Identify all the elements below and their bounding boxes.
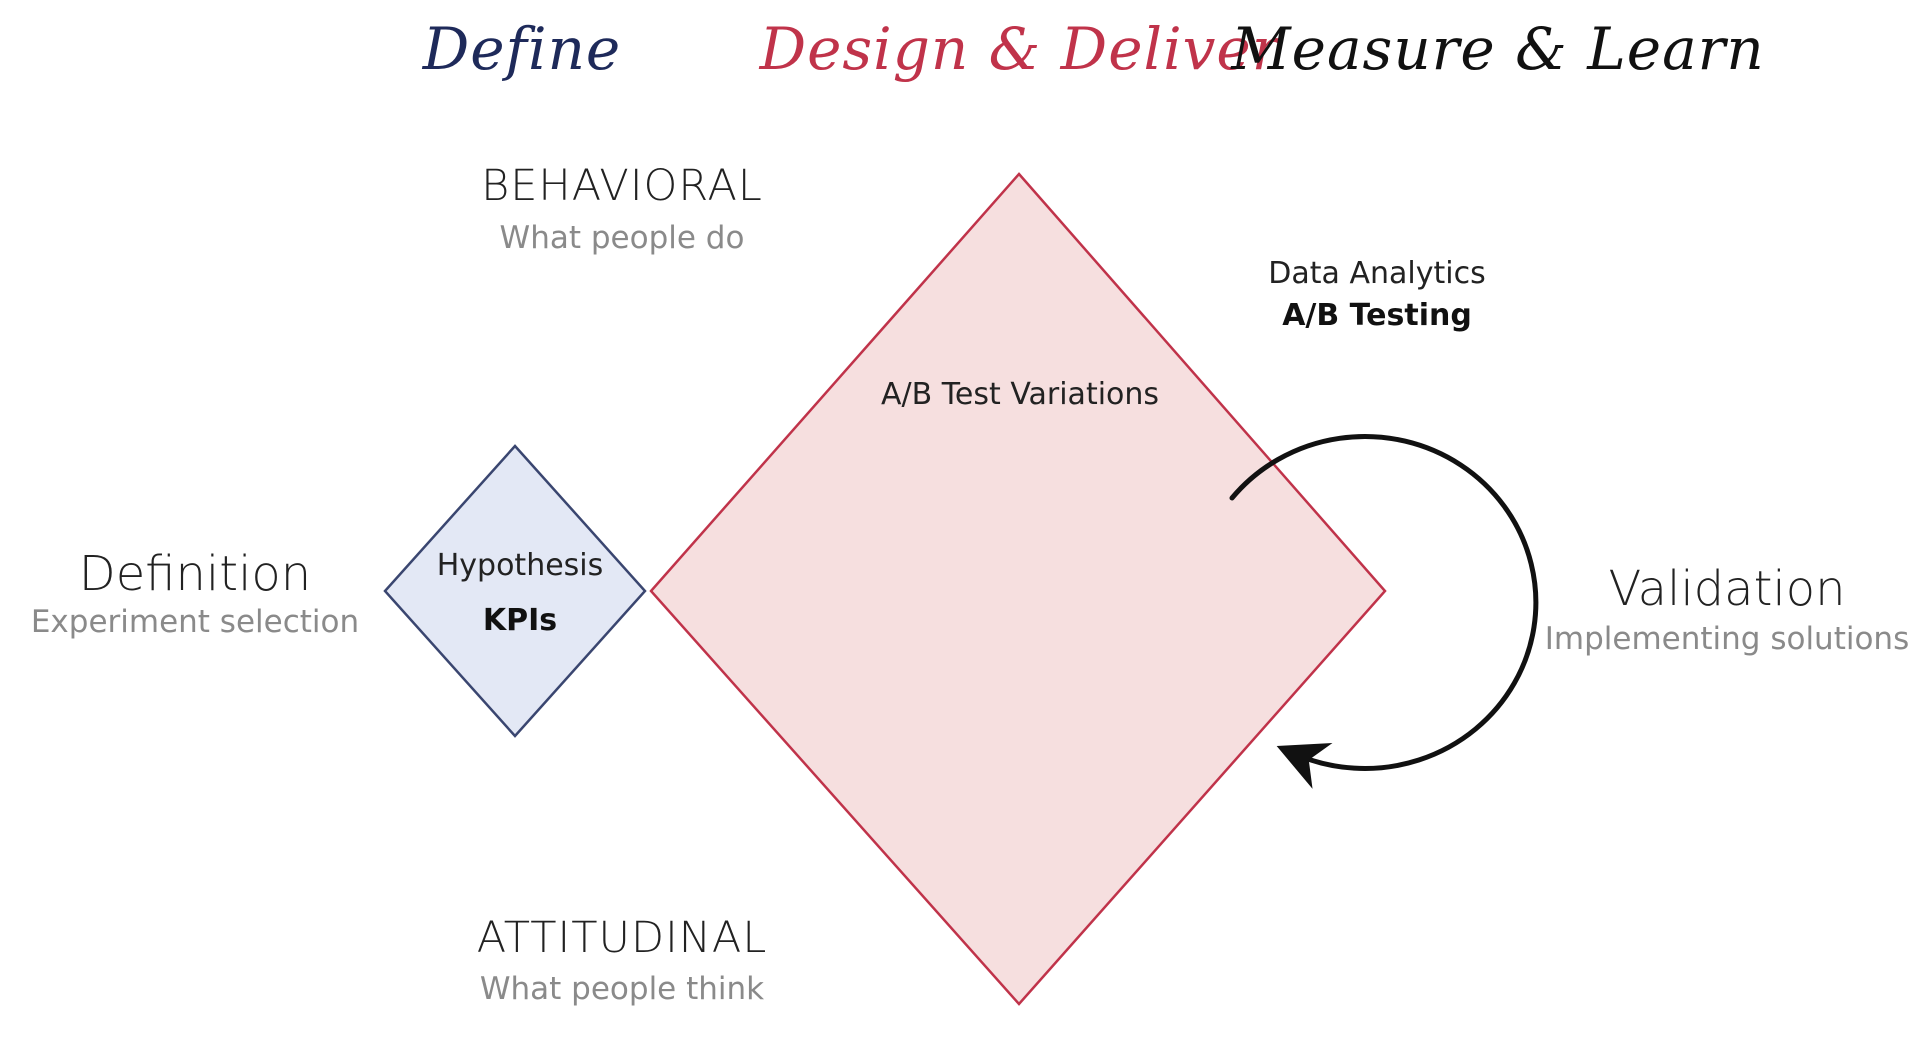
- phase-define-label: Define: [422, 15, 622, 83]
- definition-title: Definition: [78, 546, 312, 602]
- hypothesis-diamond: [383, 444, 647, 738]
- data-analytics-label: Data Analytics: [1268, 256, 1486, 291]
- design-diamond: [649, 172, 1387, 1006]
- attitudinal-subtitle: What people think: [479, 971, 765, 1007]
- definition-subtitle: Experiment selection: [30, 604, 360, 640]
- behavioral-title: BEHAVIORAL: [481, 161, 763, 211]
- kpis-label: KPIs: [482, 603, 558, 638]
- behavioral-subtitle: What people do: [499, 220, 745, 256]
- validation-subtitle: Implementing solutions: [1544, 621, 1910, 657]
- attitudinal-title: ATTITUDINAL: [476, 913, 768, 963]
- validation-title: Validation: [1608, 561, 1846, 617]
- ab-testing-label: A/B Testing: [1282, 298, 1472, 333]
- phase-measure-label: Measure & Learn: [1231, 15, 1765, 83]
- ab-test-variations-label: A/B Test Variations: [880, 377, 1160, 412]
- hypothesis-label: Hypothesis: [436, 548, 604, 583]
- curved-arrow-icon: [1229, 433, 1539, 789]
- phase-design-label: Design & Deliver: [759, 15, 1281, 83]
